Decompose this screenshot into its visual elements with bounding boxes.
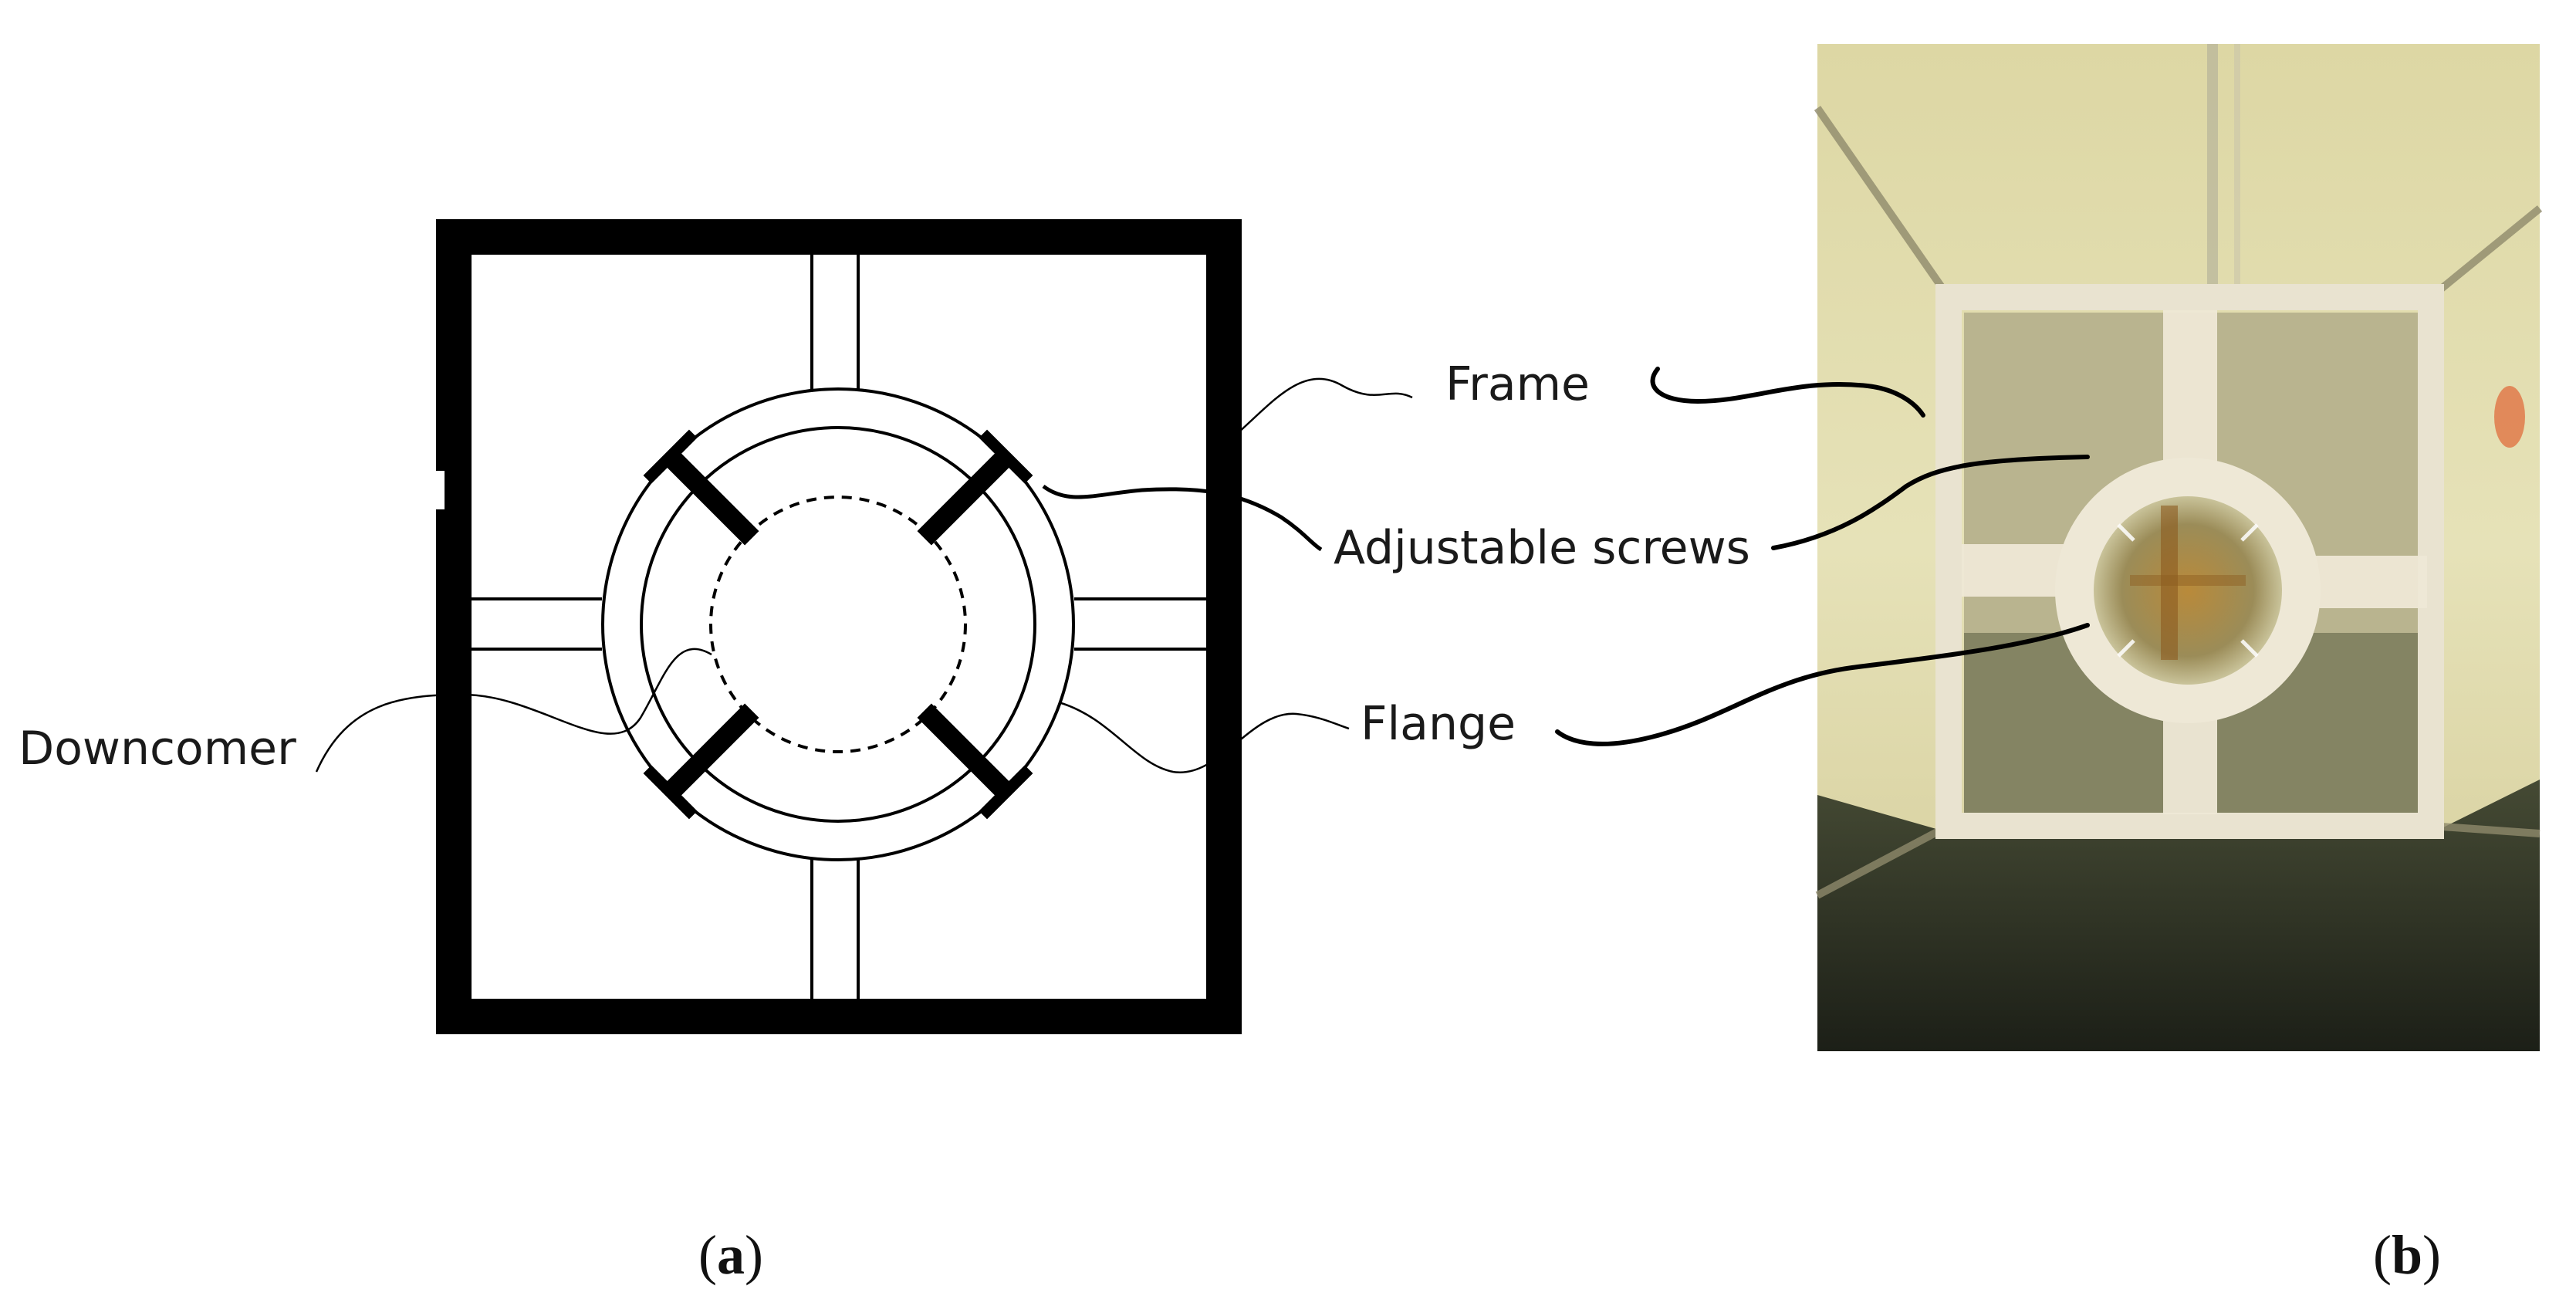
frame-notch bbox=[435, 471, 445, 509]
caption-a: (a) bbox=[698, 1224, 763, 1286]
screw-bottom-left bbox=[643, 703, 759, 820]
flange-leader-b bbox=[1555, 623, 2090, 746]
cross-supports bbox=[472, 255, 1206, 999]
flange-leader-a bbox=[1058, 701, 1350, 773]
screw-top-left bbox=[643, 429, 759, 546]
frame-leader-b bbox=[1650, 367, 1925, 418]
screw-top-right bbox=[917, 429, 1033, 546]
photo-downcomer-hole bbox=[2094, 496, 2282, 685]
schematic-panel-a bbox=[315, 219, 1413, 1034]
photo-panel-b bbox=[1814, 44, 2543, 1051]
label-adjustable-screws: Adjustable screws bbox=[1334, 521, 1750, 575]
caption-b: (b) bbox=[2373, 1224, 2441, 1286]
frame-leader-a bbox=[1238, 377, 1413, 433]
downcomer-circle bbox=[709, 496, 967, 753]
label-frame: Frame bbox=[1445, 357, 1590, 411]
frame-outline bbox=[436, 219, 1242, 1034]
photo-tank-floor bbox=[1817, 780, 2540, 1051]
screws-leader-b bbox=[1771, 455, 2090, 550]
screws-leader-a bbox=[1042, 484, 1323, 552]
screw-bottom-right bbox=[917, 703, 1033, 820]
label-flange: Flange bbox=[1361, 697, 1516, 751]
downcomer-leader bbox=[315, 648, 712, 773]
label-downcomer: Downcomer bbox=[19, 722, 296, 776]
photo-frame bbox=[1935, 284, 2444, 839]
